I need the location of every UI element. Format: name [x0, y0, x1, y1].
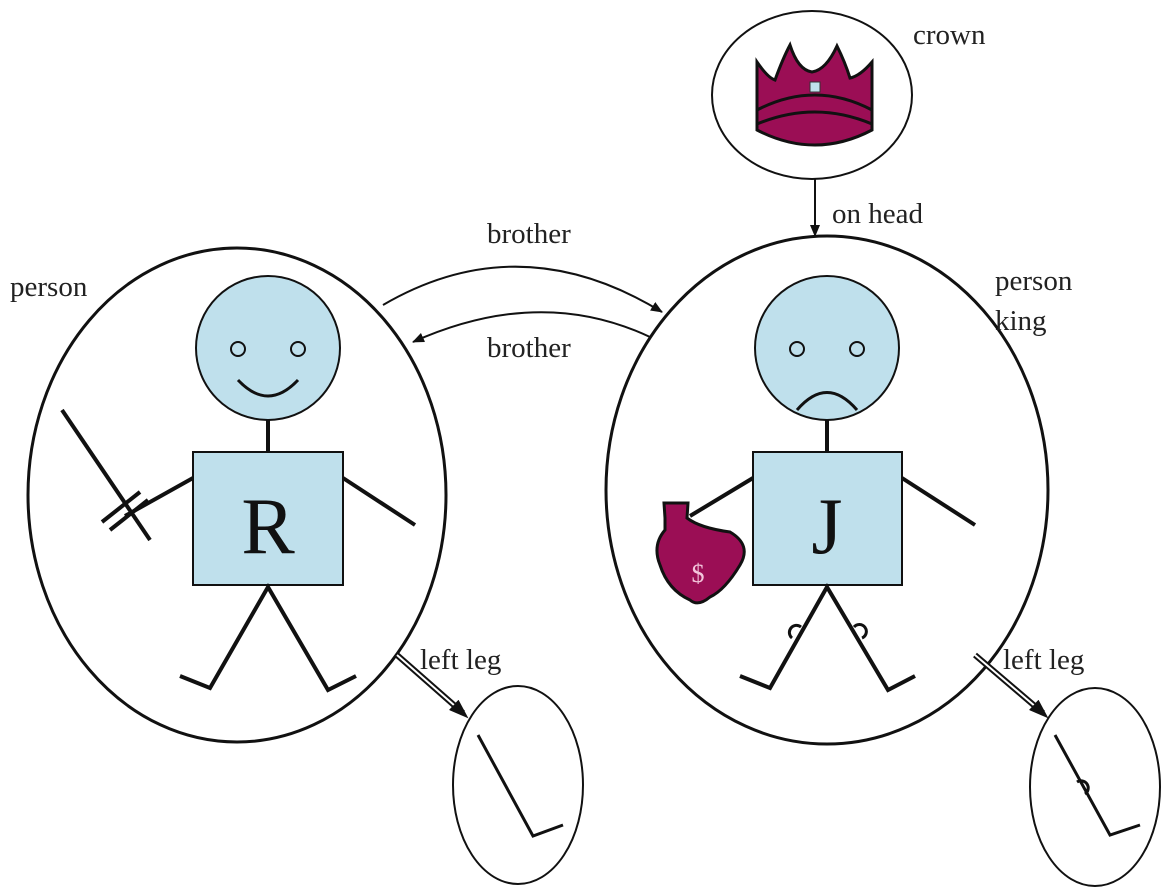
richard-letter: R: [241, 483, 295, 571]
sword-icon: [60, 408, 152, 542]
john-letter: J: [811, 483, 842, 571]
left-leg-label-john: left leg: [1003, 644, 1084, 676]
frown: [795, 391, 859, 411]
richard-leg-node: [452, 685, 584, 885]
king-label: king: [995, 305, 1047, 337]
on-head-label: on head: [832, 198, 923, 230]
brother-arrow-bottom: [412, 311, 651, 343]
smiling-head: [195, 275, 341, 421]
left-leg-label-richard: left leg: [420, 644, 501, 676]
left-leg-arrow-john: [973, 652, 1049, 719]
john-node: person king $ J: [604, 234, 1073, 746]
john-leg-node: [1029, 687, 1161, 887]
frowning-head: [754, 275, 900, 421]
brother-label-top: brother: [487, 218, 571, 250]
brother-arrow-top: [382, 265, 663, 313]
money-bag-icon: $: [655, 501, 746, 605]
crown-label: crown: [913, 19, 986, 51]
richard-figure: R: [60, 275, 417, 693]
john-figure: $ J: [655, 275, 977, 693]
money-symbol: $: [692, 559, 705, 588]
crown-icon: [755, 41, 874, 147]
left-leg-arrow-richard: [395, 652, 469, 719]
crown-node: crown: [711, 10, 986, 180]
person-label-left: person: [10, 271, 88, 303]
richard-node: person R: [10, 246, 448, 744]
person-label-right: person: [995, 265, 1073, 297]
smile: [236, 378, 300, 398]
brother-label-bottom: brother: [487, 332, 571, 364]
